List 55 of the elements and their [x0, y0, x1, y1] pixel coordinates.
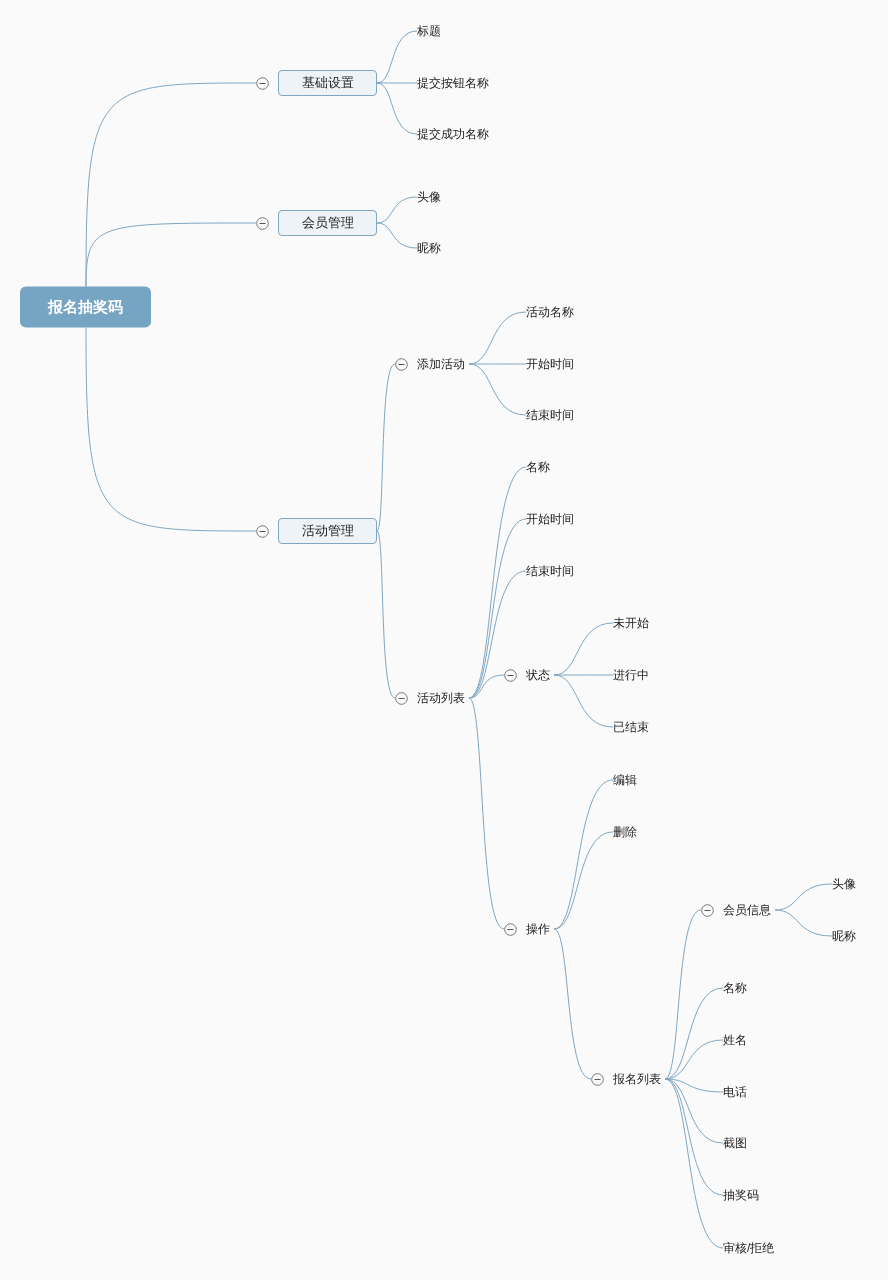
connector-line: [85, 327, 257, 532]
topic-box: 活动管理: [278, 518, 377, 544]
topic-label: 添加活动: [417, 356, 465, 373]
topic-label: 删除: [613, 824, 637, 841]
topic-label: 昵称: [417, 240, 441, 257]
topic-label: 名称: [526, 459, 550, 476]
connector-line: [553, 674, 614, 676]
topic-box: 会员管理: [278, 210, 377, 236]
topic-label: 结束时间: [526, 563, 574, 580]
topic-label: 活动列表: [417, 690, 465, 707]
topic-label: 截图: [723, 1135, 747, 1152]
topic-label: 活动名称: [526, 304, 574, 321]
topic-label: 开始时间: [526, 356, 574, 373]
connector-line: [85, 222, 257, 287]
topic-label: 电话: [723, 1084, 747, 1101]
connector-line: [376, 82, 418, 84]
topic-label: 标题: [417, 23, 441, 40]
connector-line: [376, 82, 418, 135]
topic-label: 状态: [526, 667, 550, 684]
topic-label: 抽奖码: [723, 1187, 759, 1204]
connector-line: [376, 196, 418, 224]
topic-label: 名称: [723, 980, 747, 997]
root-topic-box: 报名抽奖码: [20, 286, 151, 328]
topic-label: 结束时间: [526, 407, 574, 424]
connector-line: [664, 1078, 724, 1093]
topic-label: 提交按钮名称: [417, 75, 489, 92]
topic-label: 编辑: [613, 772, 637, 789]
connector-line: [468, 697, 505, 930]
topic-label: 姓名: [723, 1032, 747, 1049]
connector-line: [468, 363, 527, 416]
topic-label: 操作: [526, 921, 550, 938]
connector-line: [774, 909, 833, 937]
topic-label: 头像: [832, 876, 856, 893]
topic-label: 开始时间: [526, 511, 574, 528]
connector-line: [553, 928, 592, 1080]
topic-label: 会员信息: [723, 902, 771, 919]
connector-line: [468, 363, 527, 365]
topic-label: 进行中: [613, 667, 649, 684]
connector-line: [376, 363, 396, 532]
connector-line: [664, 1078, 724, 1249]
topic-label: 报名列表: [613, 1071, 661, 1088]
topic-label: 头像: [417, 189, 441, 206]
topic-box: 基础设置: [278, 70, 377, 96]
connector-line: [468, 466, 527, 699]
connector-line: [664, 909, 702, 1080]
topic-label: 昵称: [832, 928, 856, 945]
topic-label: 提交成功名称: [417, 126, 489, 143]
connector-line: [468, 674, 505, 699]
connector-line: [553, 674, 614, 728]
topic-label: 审核/拒绝: [723, 1240, 775, 1257]
topic-label: 已结束: [613, 719, 649, 736]
connector-line: [376, 222, 418, 249]
topic-label: 未开始: [613, 615, 649, 632]
connector-line: [376, 530, 396, 699]
connector-line: [553, 831, 614, 930]
